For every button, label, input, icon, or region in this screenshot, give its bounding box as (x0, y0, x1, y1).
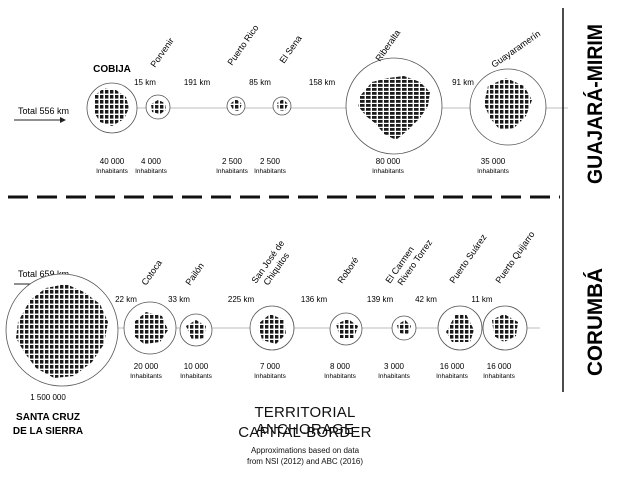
dist-puerto-quijarro: 11 km (471, 295, 493, 304)
el-carmen-footprint (397, 320, 411, 334)
pop-puerto-quijarro: 16 000 (487, 362, 512, 371)
porvenir-footprint (151, 100, 166, 114)
guayaramerin-footprint (484, 78, 532, 130)
pop-santa-cruz: 1 500 000 (30, 393, 66, 402)
pop-porvenir: 4 000 (141, 157, 162, 166)
dist-cotoca: 22 km (115, 295, 137, 304)
inh-puerto-rico: Inhabitants (216, 168, 249, 175)
inh-pailon: Inhabitants (180, 373, 213, 380)
pop-san-jose: 7 000 (260, 362, 281, 371)
inh-puerto-quijarro: Inhabitants (483, 373, 516, 380)
pop-pailon: 10 000 (184, 362, 209, 371)
border-guajara-mirim: GUAJARÁ-MIRIM (584, 24, 607, 184)
pailon-name: Pailón (183, 261, 206, 287)
inh-cobija: Inhabitants (96, 168, 129, 175)
robore-name: Roboré (335, 255, 360, 285)
inh-puerto-suarez: Inhabitants (436, 373, 469, 380)
pailon-footprint (186, 320, 206, 340)
puerto-quijarro-name: Puerto Quijarro (493, 229, 536, 285)
dist-san-jose: 225 km (228, 295, 255, 304)
dist-robore: 136 km (301, 295, 328, 304)
top-total: Total 556 km (18, 106, 69, 116)
puerto-suarez-name: Puerto Suárez (447, 232, 488, 285)
pop-puerto-rico: 2 500 (222, 157, 243, 166)
puerto-rico-name: Puerto Rico (225, 23, 260, 67)
dist-porvenir: 15 km (134, 78, 156, 87)
pop-robore: 8 000 (330, 362, 351, 371)
guayaramerin-name: Guayaramerín (489, 28, 542, 69)
inh-riberalta: Inhabitants (372, 168, 405, 175)
el-sena-footprint (277, 99, 288, 111)
dist-puerto-rico: 191 km (184, 78, 211, 87)
inh-cotoca: Inhabitants (130, 373, 163, 380)
cobija-footprint (94, 88, 129, 126)
robore-footprint (336, 319, 358, 338)
diagram-title-line1: TERRITORIAL ANCHORAGE (254, 404, 356, 438)
santa-cruz-name-line1: SANTA CRUZ (16, 412, 80, 423)
porvenir-name: Porvenir (148, 36, 175, 69)
puerto-suarez-footprint (446, 314, 474, 342)
santa-cruz-footprint (16, 284, 108, 378)
top-total-arrowhead (60, 117, 66, 123)
source-note-line1: Approximations based on data (250, 446, 360, 455)
dist-el-carmen: 139 km (367, 295, 394, 304)
inh-el-carmen: Inhabitants (378, 373, 411, 380)
riberalta-footprint (358, 76, 430, 140)
puerto-quijarro-footprint (492, 314, 518, 342)
border-corumba: CORUMBÁ (584, 268, 607, 376)
dist-el-sena: 85 km (249, 78, 271, 87)
san-jose-footprint (258, 314, 286, 344)
diagram-title-line2: CAPITAL-BORDER (238, 424, 372, 441)
cotoca-name: Cotoca (139, 258, 164, 287)
pop-riberalta: 80 000 (376, 157, 401, 166)
pop-el-sena: 2 500 (260, 157, 281, 166)
inh-robore: Inhabitants (324, 373, 357, 380)
cotoca-footprint (134, 312, 168, 344)
inh-guayaramerin: Inhabitants (477, 168, 510, 175)
inh-el-sena: Inhabitants (254, 168, 287, 175)
dist-guayaramerin: 91 km (452, 78, 474, 87)
dist-pailon: 33 km (168, 295, 190, 304)
source-note-line2: from NSI (2012) and ABC (2016) (246, 457, 364, 466)
dist-puerto-suarez: 42 km (415, 295, 437, 304)
puerto-rico-footprint (230, 99, 242, 111)
pop-el-carmen: 3 000 (384, 362, 405, 371)
inh-san-jose: Inhabitants (254, 373, 287, 380)
pop-guayaramerin: 35 000 (481, 157, 506, 166)
inh-porvenir: Inhabitants (135, 168, 168, 175)
cobija-name: COBIJA (93, 64, 131, 75)
pop-cobija: 40 000 (100, 157, 125, 166)
top-route: Total 556 km COBIJA 40 000 Inhabitants P… (14, 23, 568, 175)
pop-cotoca: 20 000 (134, 362, 159, 371)
el-sena-name: El Sena (277, 34, 303, 66)
santa-cruz-name-line2: DE LA SIERRA (13, 426, 83, 437)
dist-riberalta: 158 km (309, 78, 336, 87)
pop-puerto-suarez: 16 000 (440, 362, 465, 371)
bottom-total: Total 659 km (18, 269, 69, 279)
